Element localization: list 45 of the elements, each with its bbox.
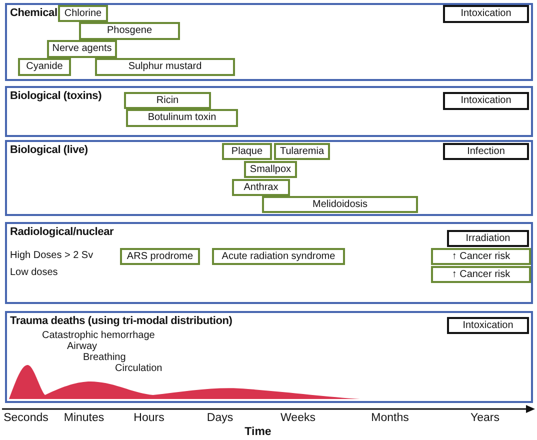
category-panel: [5, 222, 533, 304]
agent-box: ARS prodrome: [120, 248, 200, 265]
dose-label: High Doses > 2 Sv: [10, 250, 94, 261]
category-panel: [5, 311, 533, 403]
time-tick-label: Minutes: [64, 412, 104, 424]
category-panel: [5, 86, 533, 137]
panel-heading: Chemical: [10, 7, 58, 19]
trauma-phase-label: Breathing: [83, 352, 126, 363]
effect-box: Infection: [443, 143, 529, 160]
category-panel: [5, 140, 533, 216]
panel-heading: Biological (toxins): [10, 90, 102, 102]
effect-box: Intoxication: [447, 317, 529, 334]
agent-box: Anthrax: [232, 179, 290, 196]
agent-box: Acute radiation syndrome: [212, 248, 345, 265]
agent-box: ↑ Cancer risk: [431, 266, 531, 283]
effect-box: Intoxication: [443, 92, 529, 110]
time-tick-label: Months: [371, 412, 409, 424]
agent-box: Nerve agents: [47, 40, 117, 58]
time-tick-label: Weeks: [280, 412, 316, 424]
agent-box: Ricin: [124, 92, 211, 109]
agent-box: Sulphur mustard: [95, 58, 235, 76]
time-tick-label: Hours: [134, 412, 164, 424]
agent-box: Smallpox: [244, 161, 297, 178]
agent-box: Plaque: [222, 143, 272, 160]
effect-box: Intoxication: [443, 5, 529, 23]
agent-box: ↑ Cancer risk: [431, 248, 531, 265]
trauma-phase-label: Airway: [67, 341, 98, 352]
agent-box: Phosgene: [79, 22, 180, 40]
time-tick-label: Seconds: [4, 412, 48, 424]
agent-box: Cyanide: [18, 58, 71, 76]
panel-heading: Trauma deaths (using tri-modal distribution): [10, 315, 232, 327]
dose-label: Low doses: [10, 267, 58, 278]
time-tick-label: Years: [470, 412, 500, 424]
agent-box: Chlorine: [58, 5, 108, 22]
effect-box: Irradiation: [447, 230, 529, 247]
trauma-phase-label: Catastrophic hemorrhage: [42, 330, 155, 341]
panel-heading: Radiological/nuclear: [10, 226, 114, 238]
time-tick-label: Days: [206, 412, 234, 424]
agent-box: Melidoidosis: [262, 196, 418, 213]
agent-box: Botulinum toxin: [126, 109, 238, 127]
axis-title: Time: [244, 426, 272, 438]
category-panel: [5, 3, 533, 81]
agent-box: Tularemia: [274, 143, 330, 160]
panel-heading: Biological (live): [10, 144, 88, 156]
trauma-phase-label: Circulation: [115, 363, 162, 374]
